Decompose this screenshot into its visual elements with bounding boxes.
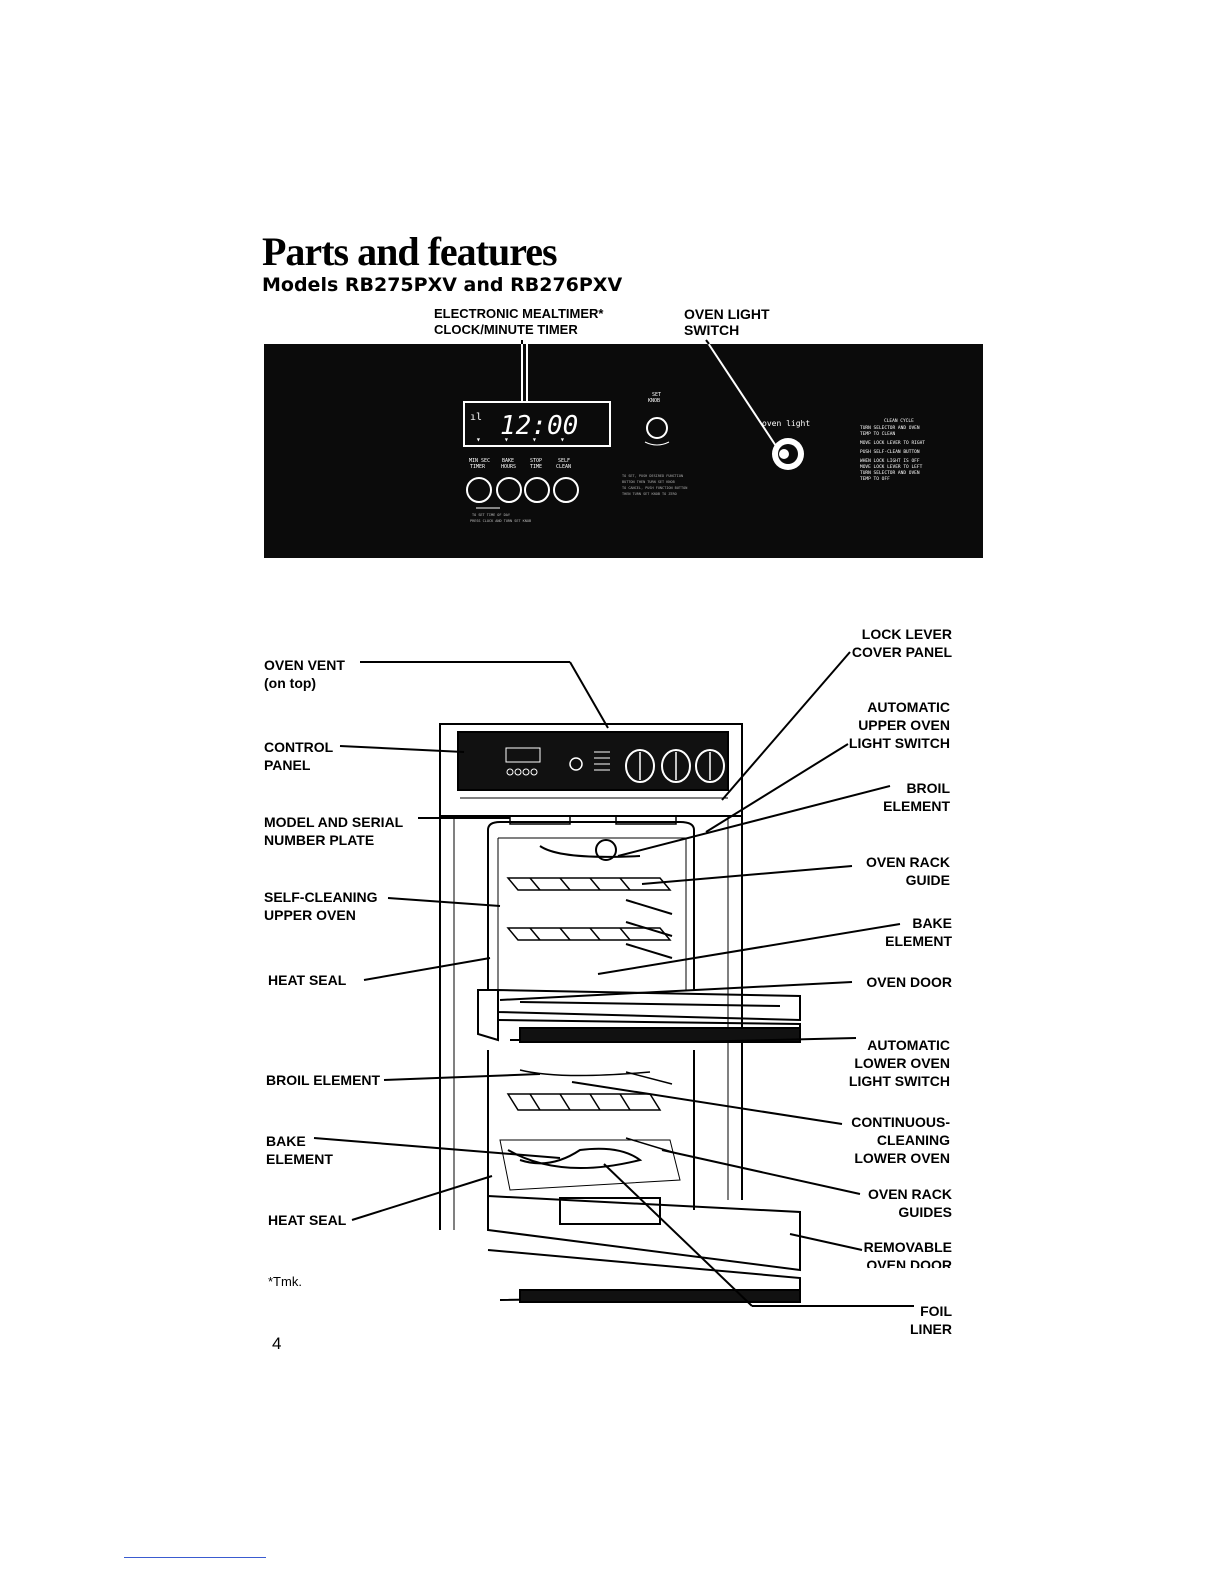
label-broil-element-lower: BROIL ELEMENT — [266, 1071, 380, 1089]
page-number: 4 — [272, 1334, 281, 1354]
label-oven-vent: OVEN VENT(on top) — [264, 656, 345, 692]
label-heat-seal-upper: HEAT SEAL — [268, 971, 346, 989]
footer-rule — [124, 1557, 266, 1558]
trademark-footnote: *Tmk. — [268, 1274, 302, 1289]
label-heat-seal-lower: HEAT SEAL — [268, 1211, 346, 1229]
label-oven-door: OVEN DOOR — [866, 973, 952, 991]
